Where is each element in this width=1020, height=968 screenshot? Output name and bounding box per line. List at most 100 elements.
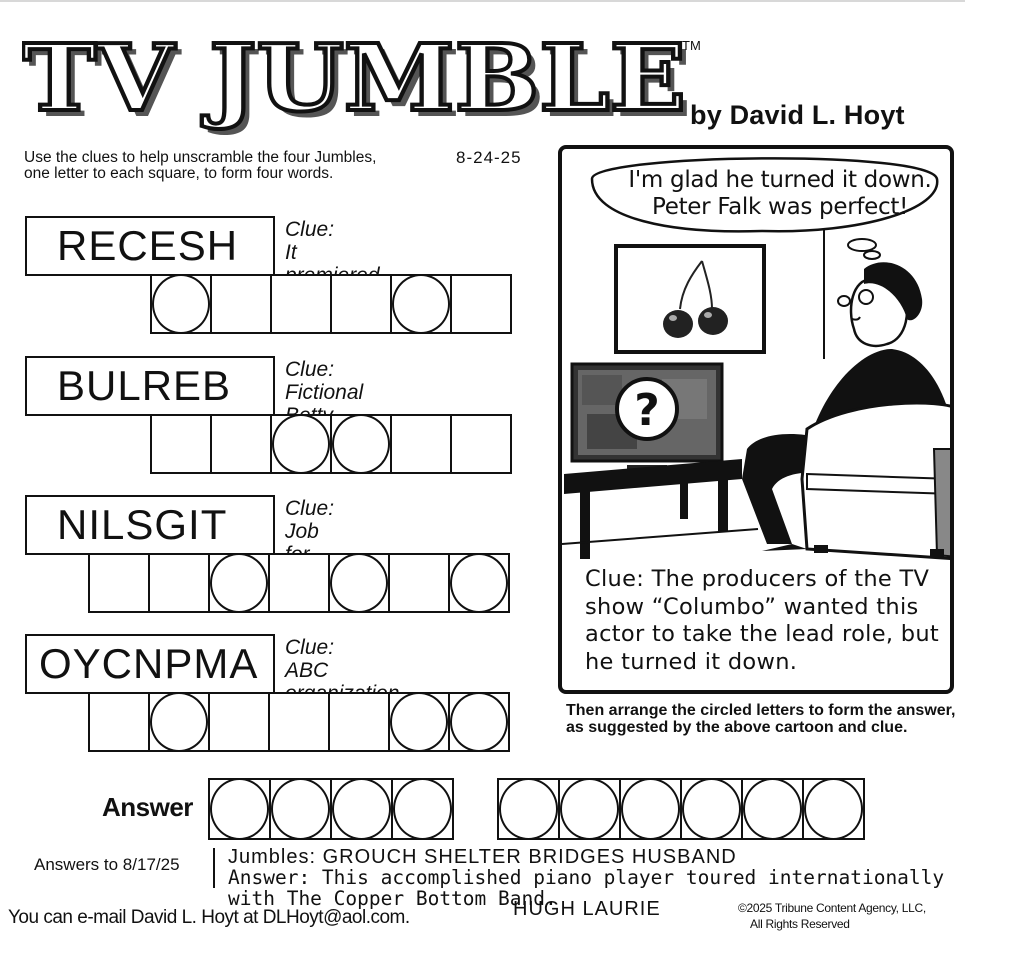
circle-marker <box>621 778 680 840</box>
circle-marker <box>332 414 390 474</box>
letter-box[interactable] <box>148 553 210 613</box>
circled-letter-box[interactable] <box>448 692 510 752</box>
circled-letter-box[interactable] <box>330 414 392 474</box>
circled-letter-box[interactable] <box>328 553 390 613</box>
contact-email: You can e-mail David L. Hoyt at DLHoyt@a… <box>8 907 410 928</box>
scrambled-word: RECESH <box>25 216 275 276</box>
circle-marker <box>682 778 741 840</box>
circled-letter-box[interactable] <box>269 778 332 840</box>
letter-box[interactable] <box>390 414 452 474</box>
trademark: TM <box>682 38 701 53</box>
circle-marker <box>150 692 208 752</box>
circle-marker <box>804 778 863 840</box>
circle-marker <box>499 778 558 840</box>
letter-box[interactable] <box>388 553 450 613</box>
puzzle-date: 8-24-25 <box>456 148 522 167</box>
circled-letter-box[interactable] <box>680 778 743 840</box>
letter-box[interactable] <box>88 553 150 613</box>
letter-box[interactable] <box>210 274 272 334</box>
circled-letter-box[interactable] <box>448 553 510 613</box>
svg-text:TV JUMBLE: TV JUMBLE <box>22 28 686 132</box>
letter-boxes <box>88 692 510 752</box>
circle-marker <box>390 692 448 752</box>
circle-marker <box>272 414 330 474</box>
speech-text: I'm glad he turned it down. Peter Falk w… <box>628 167 932 220</box>
circled-letter-box[interactable] <box>802 778 865 840</box>
speech-bubble <box>590 157 939 233</box>
circled-letter-box[interactable] <box>388 692 450 752</box>
circle-marker <box>332 778 391 840</box>
circled-letter-box[interactable] <box>497 778 560 840</box>
letter-box[interactable] <box>210 414 272 474</box>
answer-word-1-boxes <box>208 778 454 840</box>
circle-marker <box>450 692 508 752</box>
circled-letter-box[interactable] <box>208 778 271 840</box>
cartoon-illustration: ? <box>562 157 950 560</box>
circle-marker <box>450 553 508 613</box>
previous-jumbles: Jumbles: GROUCH SHELTER BRIDGES HUSBAND <box>228 846 737 868</box>
circle-marker <box>271 778 330 840</box>
man-in-armchair <box>742 262 950 560</box>
cartoon-clue: Clue: The producers of the TV show “Colu… <box>585 566 939 675</box>
tv-stand <box>562 459 759 559</box>
circled-letter-box[interactable] <box>390 274 452 334</box>
answer-word-2-boxes <box>497 778 865 840</box>
clue-label: Clue: <box>285 497 335 520</box>
scrambled-word: OYCNPMA <box>25 634 275 694</box>
circle-marker <box>560 778 619 840</box>
letter-boxes <box>150 414 512 474</box>
circle-marker <box>152 274 210 334</box>
svg-text:?: ? <box>634 385 660 436</box>
copyright-line-1: ©2025 Tribune Content Agency, LLC, <box>738 901 926 915</box>
letter-box[interactable] <box>270 274 332 334</box>
letter-box[interactable] <box>328 692 390 752</box>
cartoon-panel: ? <box>558 145 954 694</box>
letter-box[interactable] <box>450 274 512 334</box>
circle-marker <box>743 778 802 840</box>
thought-dot-2 <box>863 250 881 260</box>
instructions: Use the clues to help unscramble the fou… <box>24 149 377 182</box>
letter-box[interactable] <box>88 692 150 752</box>
circled-letter-box[interactable] <box>270 414 332 474</box>
circled-letter-box[interactable] <box>148 692 210 752</box>
letter-box[interactable] <box>330 274 392 334</box>
clue-label: Clue: <box>285 218 335 241</box>
circled-letter-box[interactable] <box>391 778 454 840</box>
circle-marker <box>330 553 388 613</box>
title-logo: TV JUMBLE TV JUMBLE <box>20 22 692 138</box>
copyright: ©2025 Tribune Content Agency, LLC, All R… <box>738 900 926 932</box>
scrambled-word: BULREB <box>25 356 275 416</box>
copyright-line-2: All Rights Reserved <box>750 917 850 931</box>
byline: by David L. Hoyt <box>690 100 905 130</box>
previous-answers-label: Answers to 8/17/25 <box>34 855 180 874</box>
svg-text:TV JUMBLE: TV JUMBLE <box>28 30 692 138</box>
scrambled-word: NILSGIT <box>25 495 275 555</box>
circled-letter-box[interactable] <box>619 778 682 840</box>
circle-marker <box>210 778 269 840</box>
answer-label: Answer <box>102 792 193 822</box>
circled-letter-box[interactable] <box>150 274 212 334</box>
television: ? <box>570 362 724 478</box>
circle-marker <box>393 778 452 840</box>
previous-answer-text: Answer: This accomplished piano player t… <box>228 866 945 910</box>
wall-picture <box>614 244 766 354</box>
previous-answers-divider <box>213 848 215 888</box>
circled-letter-box[interactable] <box>330 778 393 840</box>
top-divider <box>0 0 965 2</box>
clue-label: Clue: <box>285 358 335 381</box>
clue-label: Clue: <box>285 636 335 659</box>
letter-box[interactable] <box>450 414 512 474</box>
letter-boxes <box>88 553 510 613</box>
circled-letter-box[interactable] <box>208 553 270 613</box>
letter-box[interactable] <box>208 692 270 752</box>
circled-letter-box[interactable] <box>741 778 804 840</box>
previous-answer-word: HUGH LAURIE <box>513 898 661 920</box>
letter-boxes <box>150 274 512 334</box>
letter-box[interactable] <box>150 414 212 474</box>
letter-box[interactable] <box>268 692 330 752</box>
puzzle-title: TV JUMBLE TV JUMBLE <box>20 22 702 138</box>
letter-box[interactable] <box>268 553 330 613</box>
arrange-instructions: Then arrange the circled letters to form… <box>566 702 956 736</box>
circled-letter-box[interactable] <box>558 778 621 840</box>
circle-marker <box>210 553 268 613</box>
